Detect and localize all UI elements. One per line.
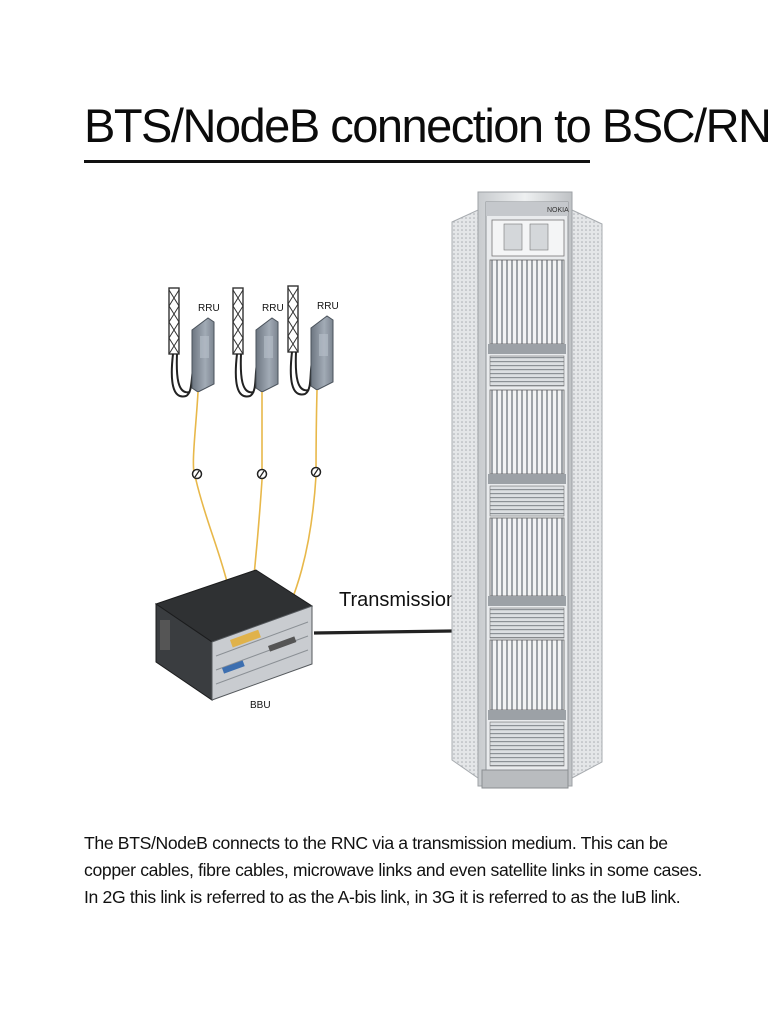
bbu-label: BBU [250,700,271,711]
fibre-connectors [191,466,322,480]
rru-unit-icon [191,317,215,393]
antenna-icon [168,287,180,355]
title-underline [84,160,590,163]
rru-group-2: RRU [232,287,284,398]
rru-group-3: RRU [287,285,339,396]
slide-caption: The BTS/NodeB connects to the RNC via a … [84,833,702,907]
transmission-label: Transmission [339,589,457,611]
bbu-unit-icon [154,569,314,701]
rru-label-2: RRU [262,303,284,314]
antenna-icon [287,285,299,353]
slide-title: BTS/NodeB connection to BSC/RNC [84,99,768,152]
cabinet-brand: NOKIA [547,207,569,214]
antenna-icon [232,287,244,355]
rru-unit-icon [310,315,334,391]
rack-cabinet-icon: NOKIA [451,191,603,789]
rru-unit-icon [255,317,279,393]
transmission-cable [313,629,453,635]
rru-group-1: RRU [168,287,220,398]
rru-label-3: RRU [317,301,339,312]
rru-label-1: RRU [198,303,220,314]
